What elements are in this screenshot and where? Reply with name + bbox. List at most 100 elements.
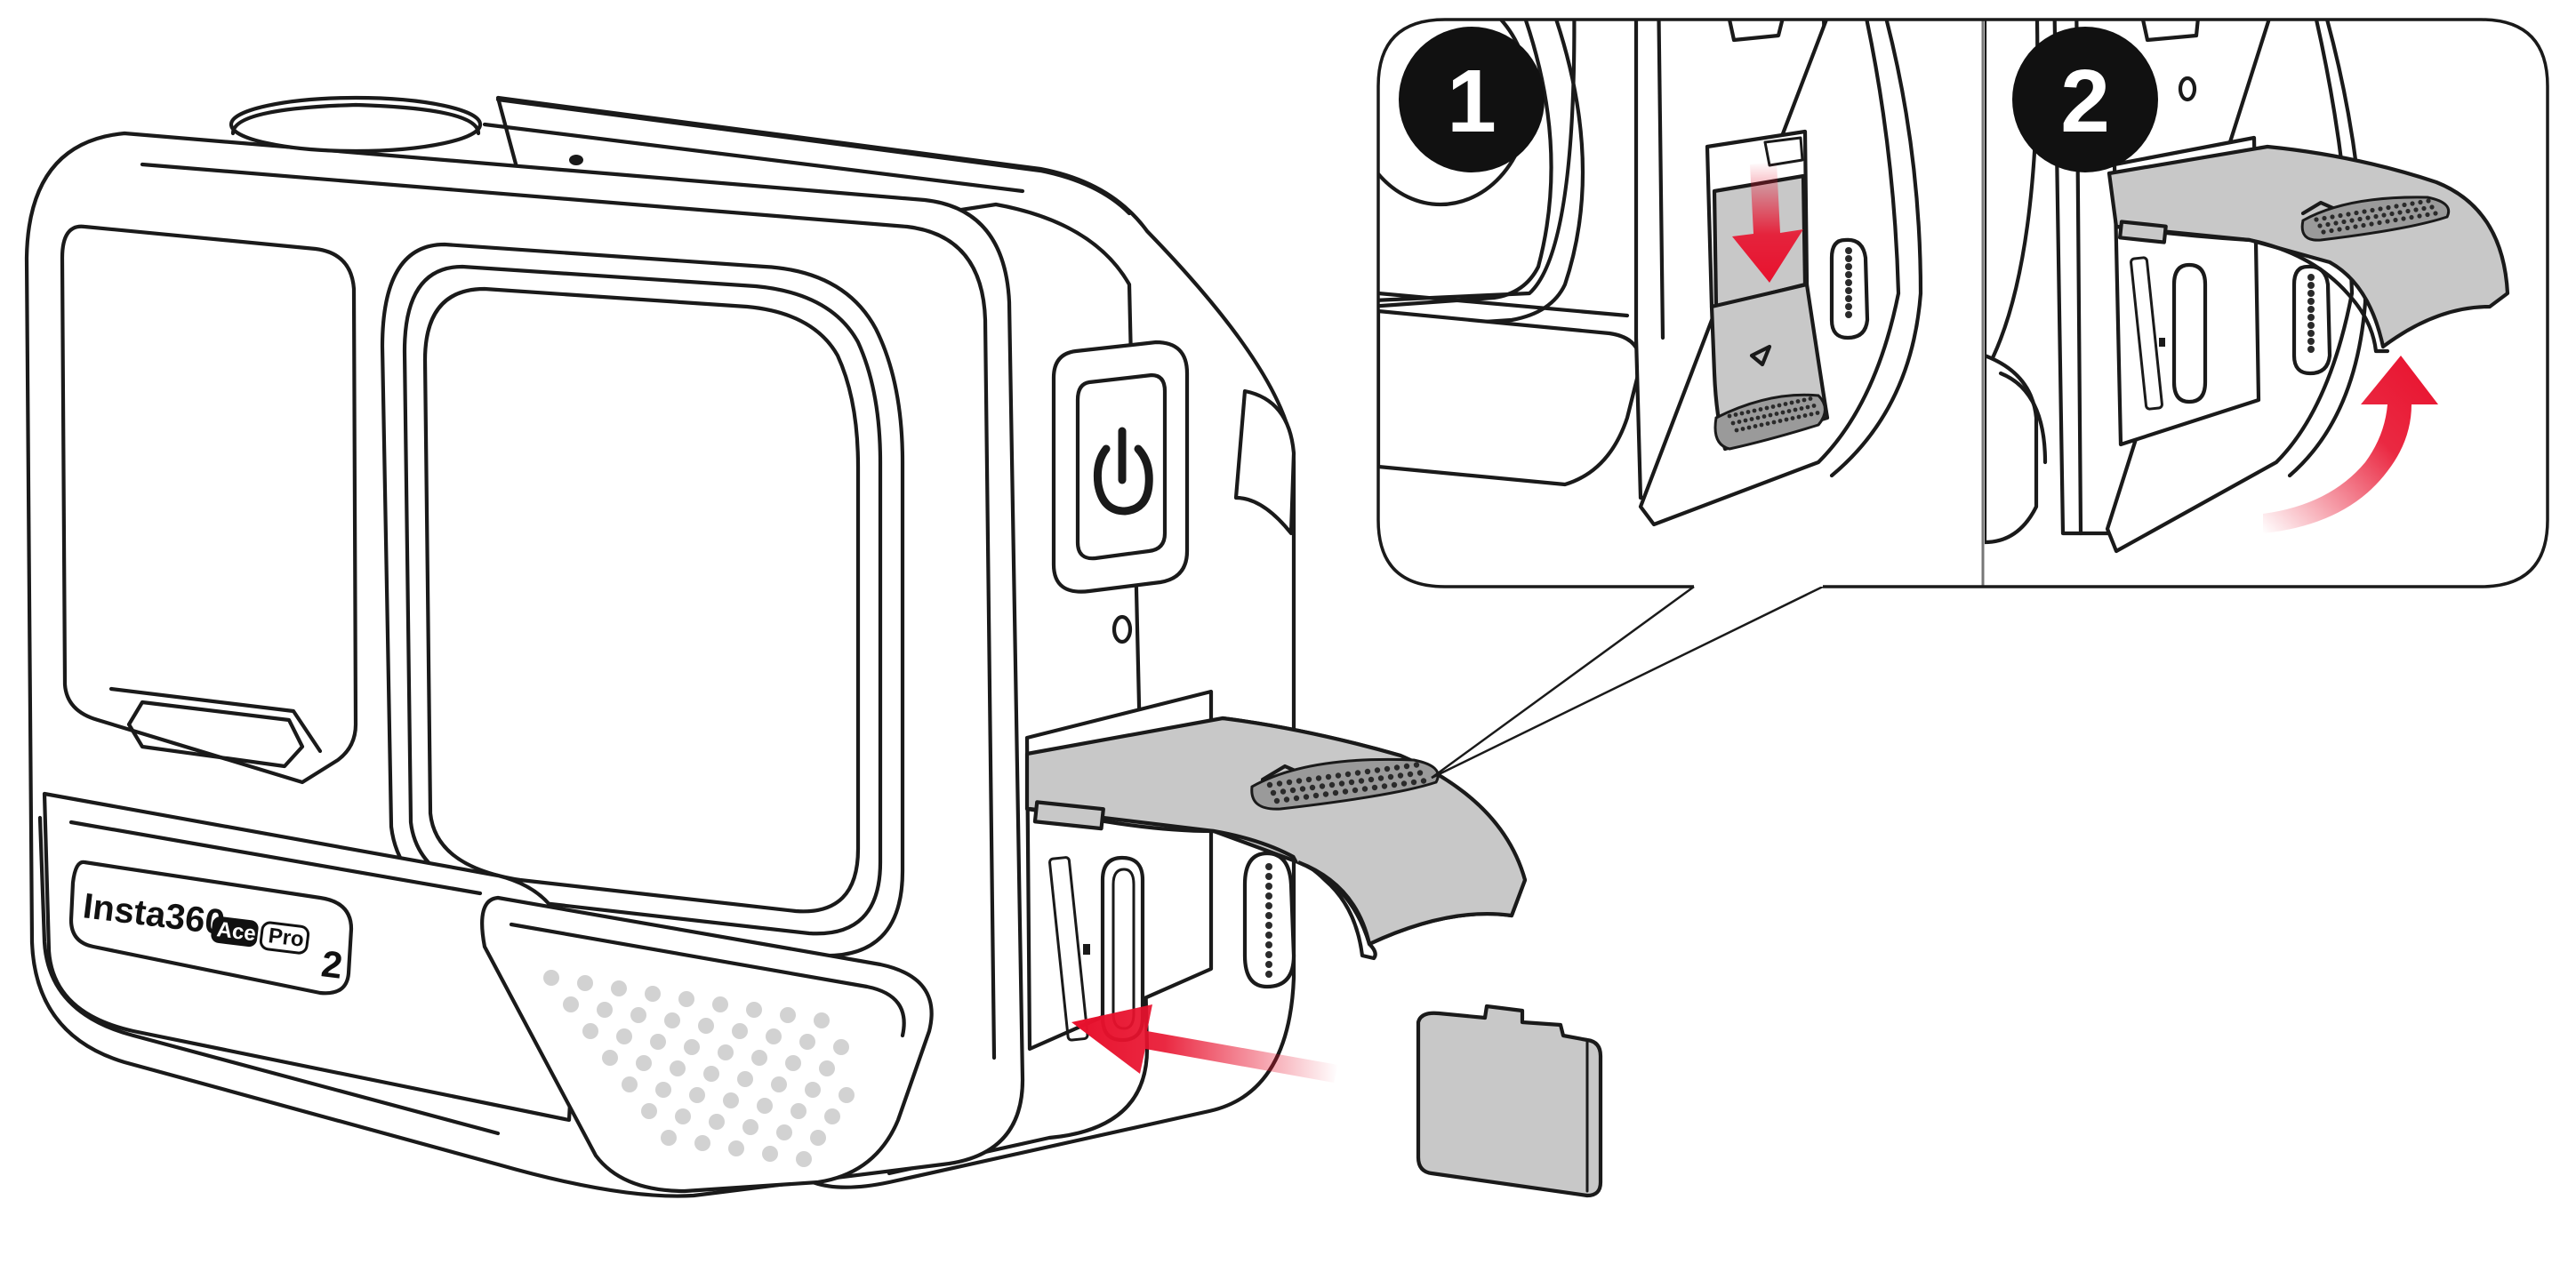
mesh-dot — [664, 1012, 680, 1028]
mesh-dot — [689, 1087, 705, 1103]
grip-dot — [1795, 399, 1801, 404]
mesh-dot — [728, 1140, 744, 1156]
dial-ridge — [2307, 290, 2315, 297]
grip-dot — [2386, 204, 2391, 211]
grip-dot — [2370, 207, 2375, 213]
dial-ridge — [1265, 951, 1272, 958]
mesh-dot — [709, 1114, 725, 1130]
mesh-dot — [630, 1007, 646, 1023]
curved-up-arrow-icon — [2263, 356, 2438, 533]
grip-dot — [2377, 220, 2382, 226]
step-1-number: 1 — [1447, 52, 1497, 151]
grip-dot — [2330, 214, 2335, 220]
mesh-dot — [814, 1012, 830, 1028]
grip-dot — [1377, 775, 1384, 781]
mesh-dot — [742, 1119, 758, 1135]
dial-ridge — [1845, 271, 1852, 278]
mesh-dot — [799, 1034, 815, 1050]
grip-dot — [1752, 408, 1757, 413]
insert-arrow-icon — [1071, 1004, 1338, 1083]
grip-dot — [1371, 784, 1378, 791]
grip-dot — [1266, 781, 1273, 788]
grip-dot — [2405, 208, 2411, 214]
grip-dot — [1413, 762, 1420, 768]
grip-dot — [2345, 225, 2350, 231]
mesh-dot — [810, 1130, 826, 1146]
dial-ridge — [1265, 941, 1272, 948]
grip-dot — [1384, 765, 1391, 772]
mesh-dot — [675, 1108, 691, 1124]
front-screen — [60, 224, 358, 785]
grip-dot — [2413, 207, 2419, 212]
grip-dot — [1299, 786, 1306, 792]
grip-dot — [2378, 206, 2383, 212]
grip-dot — [1368, 776, 1375, 783]
grip-dot — [1322, 791, 1329, 797]
grip-dot — [2321, 229, 2326, 235]
grip-dot — [1381, 783, 1388, 789]
grip-dot — [1743, 418, 1748, 423]
mesh-dot — [650, 1034, 666, 1050]
grip-dot — [1303, 794, 1310, 800]
grip-dot — [1280, 788, 1287, 795]
grip-dot — [1361, 786, 1368, 792]
mesh-dot — [611, 980, 627, 996]
grip-dot — [1293, 795, 1300, 802]
mesh-dot — [645, 986, 661, 1002]
grip-dot — [1811, 404, 1817, 408]
grip-dot — [1802, 413, 1808, 418]
grip-dot — [1809, 412, 1814, 417]
mesh-dot — [641, 1103, 657, 1119]
dial-ridge — [1845, 279, 1852, 286]
microsd-card — [1416, 1004, 1603, 1198]
grip-dot — [1790, 416, 1795, 420]
step-badge-1: 1 — [1399, 27, 1545, 172]
grip-dot — [2353, 224, 2358, 229]
grip-dot — [1309, 784, 1316, 791]
mesh-dot — [732, 1023, 748, 1039]
mesh-dot — [833, 1039, 849, 1055]
grip-dot — [1796, 414, 1802, 420]
grip-dot — [2314, 217, 2319, 222]
grip-dot — [1780, 410, 1786, 415]
mesh-dot — [602, 1050, 618, 1066]
dial-ridge — [1265, 971, 1272, 978]
grip-dot — [1420, 778, 1427, 784]
grip-dot — [1746, 425, 1752, 430]
mesh-dot — [839, 1087, 855, 1103]
mesh-dot — [698, 1018, 714, 1034]
mesh-dot — [543, 970, 559, 986]
grip-dot — [2381, 212, 2387, 218]
grip-dot — [2349, 218, 2355, 223]
grip-dot — [2394, 204, 2399, 209]
dial-ridge — [1265, 922, 1272, 929]
grip-dot — [1319, 783, 1326, 789]
mesh-dot — [616, 1028, 632, 1044]
step-badge-2: 2 — [2012, 27, 2158, 172]
power-button — [1051, 340, 1190, 644]
grip-dot — [2341, 219, 2347, 225]
grip-dot — [1734, 428, 1739, 433]
mesh-dot — [819, 1060, 835, 1076]
mesh-dot — [703, 1066, 719, 1082]
mesh-dot — [805, 1082, 821, 1098]
grip-dot — [1753, 424, 1758, 428]
grip-dot — [1344, 771, 1352, 778]
dial-ridge — [2307, 346, 2315, 353]
mic-mesh-pad — [480, 895, 934, 1194]
grip-dot — [1799, 406, 1804, 411]
grip-dot — [2329, 228, 2334, 234]
grip-dot — [1296, 778, 1303, 784]
grip-dot — [1764, 405, 1769, 411]
mesh-dot — [577, 975, 593, 991]
grip-dot — [2365, 215, 2371, 220]
lens-square — [380, 242, 905, 958]
logo-ace-text: Ace — [215, 917, 257, 946]
grip-dot — [1348, 779, 1355, 786]
grip-dot — [1332, 789, 1339, 796]
grip-dot — [2385, 219, 2390, 224]
mesh-dot — [712, 996, 728, 1012]
mesh-dot — [723, 1092, 739, 1108]
grip-dot — [2322, 215, 2327, 221]
grip-dot — [1755, 415, 1761, 420]
